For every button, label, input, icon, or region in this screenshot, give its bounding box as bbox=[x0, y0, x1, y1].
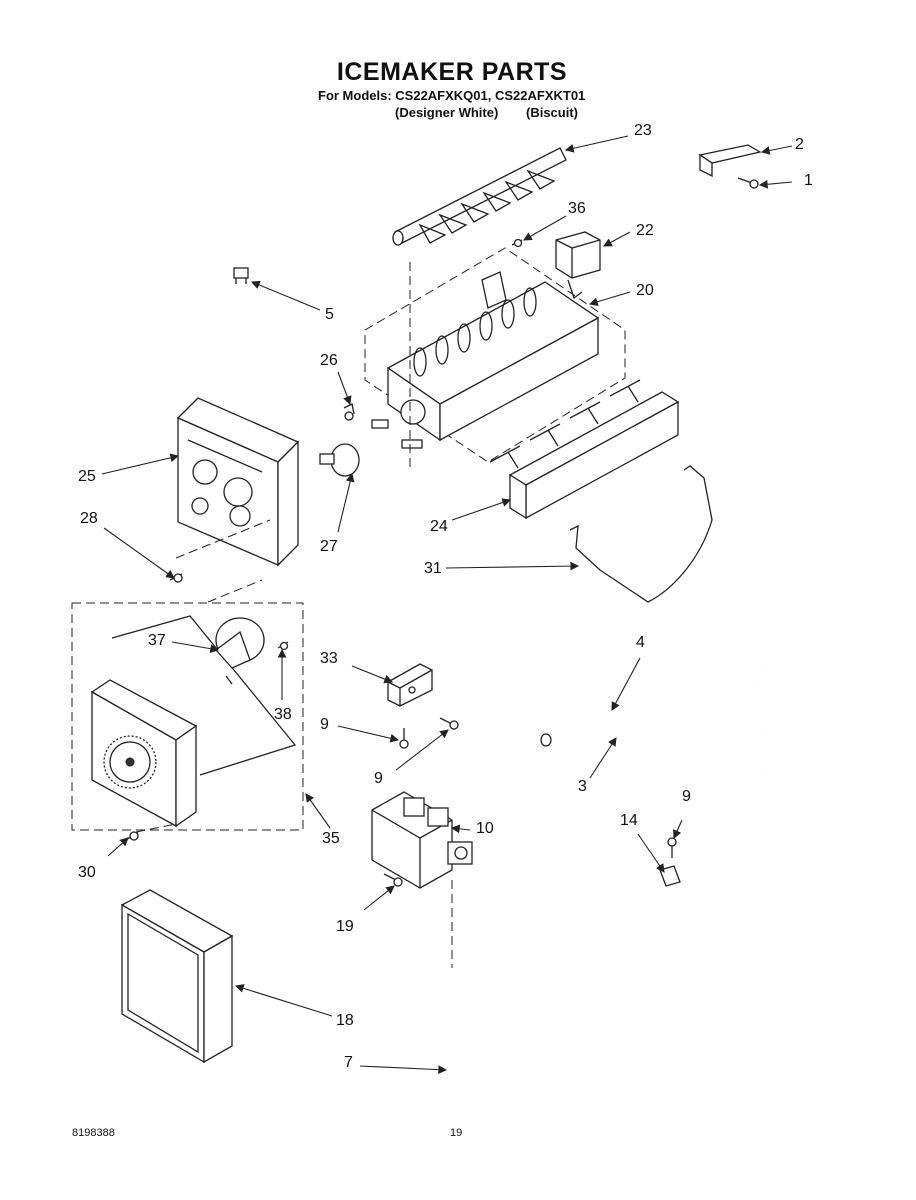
mold-assembly-outline bbox=[364, 247, 626, 463]
model-subtitle: For Models: CS22AFXKQ01, CS22AFXKT01 bbox=[318, 88, 586, 103]
callout-25: 25 bbox=[78, 468, 96, 485]
screw-part-19 bbox=[383, 873, 403, 887]
bearing-part-27 bbox=[319, 443, 360, 477]
ejector-blade-part-23 bbox=[392, 147, 567, 246]
callout-30: 30 bbox=[78, 864, 96, 881]
shutoff-arm-part-31 bbox=[569, 465, 713, 603]
bracket-part-2 bbox=[698, 144, 762, 178]
callout-19: 19 bbox=[336, 918, 354, 935]
variant-designer-white: (Designer White) bbox=[395, 105, 499, 120]
housing-part-25 bbox=[176, 397, 300, 567]
callout-33: 33 bbox=[320, 650, 338, 667]
callout-leader-lines bbox=[101, 135, 793, 1075]
variant-biscuit: (Biscuit) bbox=[526, 105, 578, 120]
module-plate bbox=[90, 679, 198, 828]
callout-26: 26 bbox=[320, 352, 338, 369]
callout-35: 35 bbox=[322, 830, 340, 847]
callout-10: 10 bbox=[476, 820, 494, 837]
callout-27: 27 bbox=[320, 538, 338, 555]
callout-37: 37 bbox=[148, 632, 166, 649]
screw-part-38 bbox=[277, 641, 289, 651]
clamp-part-14 bbox=[659, 865, 681, 887]
page-title: ICEMAKER PARTS bbox=[336, 58, 568, 86]
callout-31: 31 bbox=[424, 560, 442, 577]
mold-part-20 bbox=[371, 271, 600, 449]
footer-part-number: 8198388 bbox=[72, 1127, 115, 1139]
callout-24: 24 bbox=[430, 518, 448, 535]
screw-part-36 bbox=[511, 238, 523, 248]
screw-part-9-b bbox=[439, 717, 459, 730]
callout-36: 36 bbox=[568, 200, 586, 217]
callout-3: 3 bbox=[578, 778, 587, 795]
callout-23: 23 bbox=[634, 122, 652, 139]
assembly-guide-lines bbox=[135, 262, 453, 968]
bracket-part-33 bbox=[387, 663, 433, 707]
footer-page-number: 19 bbox=[450, 1127, 463, 1139]
callout-9-c: 9 bbox=[682, 788, 691, 805]
motor-part-37 bbox=[215, 617, 265, 685]
fill-cup-part-22 bbox=[555, 231, 601, 300]
callout-2: 2 bbox=[795, 136, 804, 153]
callout-18: 18 bbox=[336, 1012, 354, 1029]
callout-7: 7 bbox=[344, 1054, 353, 1071]
callout-14: 14 bbox=[620, 812, 638, 829]
callout-22: 22 bbox=[636, 222, 654, 239]
callout-28: 28 bbox=[80, 510, 98, 527]
screw-part-9-c bbox=[667, 837, 677, 858]
ice-bin-part-18 bbox=[120, 889, 234, 1064]
callout-4: 4 bbox=[636, 634, 645, 651]
callout-5: 5 bbox=[325, 306, 334, 323]
callout-20: 20 bbox=[636, 282, 654, 299]
clip-part-5 bbox=[233, 267, 249, 284]
callout-9-b: 9 bbox=[374, 770, 383, 787]
screw-part-9-a bbox=[399, 728, 409, 749]
callout-1: 1 bbox=[804, 172, 813, 189]
screw-part-1 bbox=[737, 177, 759, 189]
spring-part-26 bbox=[343, 403, 355, 421]
screw-part-28 bbox=[169, 573, 183, 583]
module-cover-sheet bbox=[111, 615, 297, 776]
callout-38: 38 bbox=[274, 706, 292, 723]
module-assembly-outline bbox=[71, 602, 304, 831]
water-valve-part-10 bbox=[371, 791, 473, 889]
callout-9-a: 9 bbox=[320, 716, 329, 733]
cover-part-24 bbox=[489, 379, 680, 520]
